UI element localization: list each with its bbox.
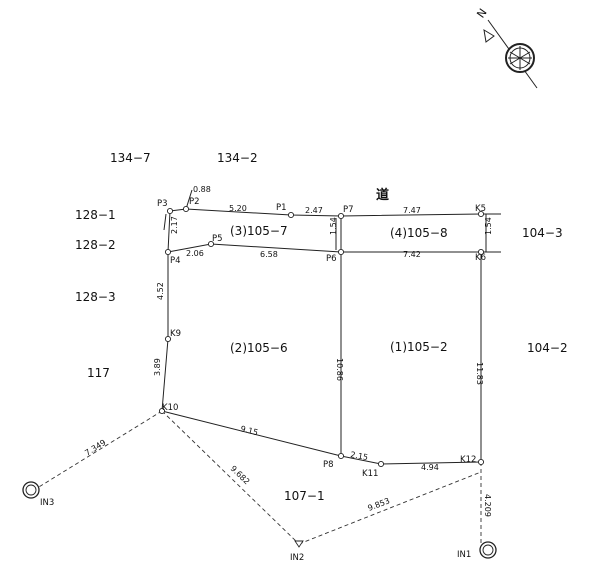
point-label-k6: K6 (475, 253, 486, 263)
point-label-p3: P3 (157, 199, 168, 209)
dim-10-86: 10.86 (335, 358, 344, 381)
lot-1-label: (1)105−2 (390, 340, 448, 354)
point-label-k11: K11 (362, 469, 378, 479)
dim-7-42: 7.42 (403, 250, 421, 259)
road-label: 道 (376, 187, 389, 203)
point-label-p5: P5 (212, 234, 223, 244)
point-marker (377, 460, 385, 468)
point-label-k5: K5 (475, 204, 486, 214)
dim-1-54-left: 1.54 (329, 217, 338, 235)
point-marker (164, 248, 172, 256)
point-label-p4: P4 (170, 256, 181, 266)
point-label-p8: P8 (323, 460, 334, 470)
lot-labels: (3)105−7 (4)105−8 (2)105−6 (1)105−2 (230, 224, 448, 355)
point-label-p7: P7 (343, 205, 354, 215)
lot-3-label: (3)105−7 (230, 224, 288, 238)
parcel-107-1: 107−1 (284, 489, 325, 503)
parcel-104-3: 104−3 (522, 226, 563, 240)
north-letter: N (474, 6, 489, 20)
point-marker (477, 210, 485, 218)
point-label-k9: K9 (170, 329, 181, 339)
point-marker (166, 207, 174, 215)
parcel-134-2: 134−2 (217, 151, 258, 165)
in1-benchmark-icon (479, 541, 497, 559)
point-label-k10: K10 (162, 403, 178, 413)
dim-1-54-right: 1.54 (484, 217, 493, 235)
dim-0-88: 0.88 (193, 185, 211, 194)
point-marker (158, 407, 166, 415)
dim-2-15: 2.15 (350, 450, 369, 462)
point-markers (22, 205, 497, 559)
dim-9-853: 9.853 (366, 496, 391, 513)
lot-4-label: (4)105−8 (390, 226, 448, 240)
dim-2-17: 2.17 (170, 216, 179, 234)
parcel-128-3: 128−3 (75, 290, 116, 304)
point-marker (477, 248, 485, 256)
dim-7-47: 7.47 (403, 206, 421, 215)
point-marker (287, 211, 295, 219)
compass-rose-icon (505, 43, 535, 73)
point-marker (337, 452, 345, 460)
dim-7-349: 7.349 (83, 438, 107, 458)
point-marker (337, 212, 345, 220)
neighbor-parcel-labels: 134−7 134−2 128−1 128−2 128−3 117 104−3 … (75, 151, 568, 503)
point-label-p6: P6 (326, 254, 337, 264)
dim-2-06: 2.06 (186, 249, 204, 258)
point-label-in2: IN2 (290, 553, 304, 563)
dim-9-682: 9.682 (229, 464, 252, 486)
dim-2-47: 2.47 (305, 206, 323, 215)
parcel-128-2: 128−2 (75, 238, 116, 252)
parcel-104-2: 104−2 (527, 341, 568, 355)
tie-lines (33, 410, 482, 545)
point-label-in3: IN3 (40, 498, 54, 508)
dim-11-83: 11.83 (475, 362, 484, 385)
point-marker (337, 248, 345, 256)
point-marker (207, 240, 215, 248)
dim-9-15: 9.15 (240, 424, 259, 437)
in3-benchmark-icon (22, 481, 40, 499)
in2-marker-icon (294, 540, 304, 548)
dim-4-94: 4.94 (421, 463, 439, 472)
dim-5-20: 5.20 (229, 204, 247, 213)
point-label-k12: K12 (460, 455, 476, 465)
point-marker (182, 205, 190, 213)
parcel-134-7: 134−7 (110, 151, 151, 165)
point-labels: P3 P2 P1 P7 K5 P4 P5 P6 K6 K9 K10 P8 K11… (40, 197, 486, 563)
parcel-128-1: 128−1 (75, 208, 116, 222)
dim-6-58: 6.58 (260, 250, 278, 259)
point-marker (164, 335, 172, 343)
point-label-in1: IN1 (457, 550, 471, 560)
point-marker (477, 458, 485, 466)
parcel-117: 117 (87, 366, 110, 380)
dim-3-89: 3.89 (153, 358, 162, 376)
point-label-p2: P2 (189, 197, 200, 207)
lot-2-label: (2)105−6 (230, 341, 288, 355)
dim-4-209: 4.209 (483, 494, 492, 517)
point-label-p1: P1 (276, 203, 287, 213)
dim-4-52: 4.52 (156, 282, 165, 300)
